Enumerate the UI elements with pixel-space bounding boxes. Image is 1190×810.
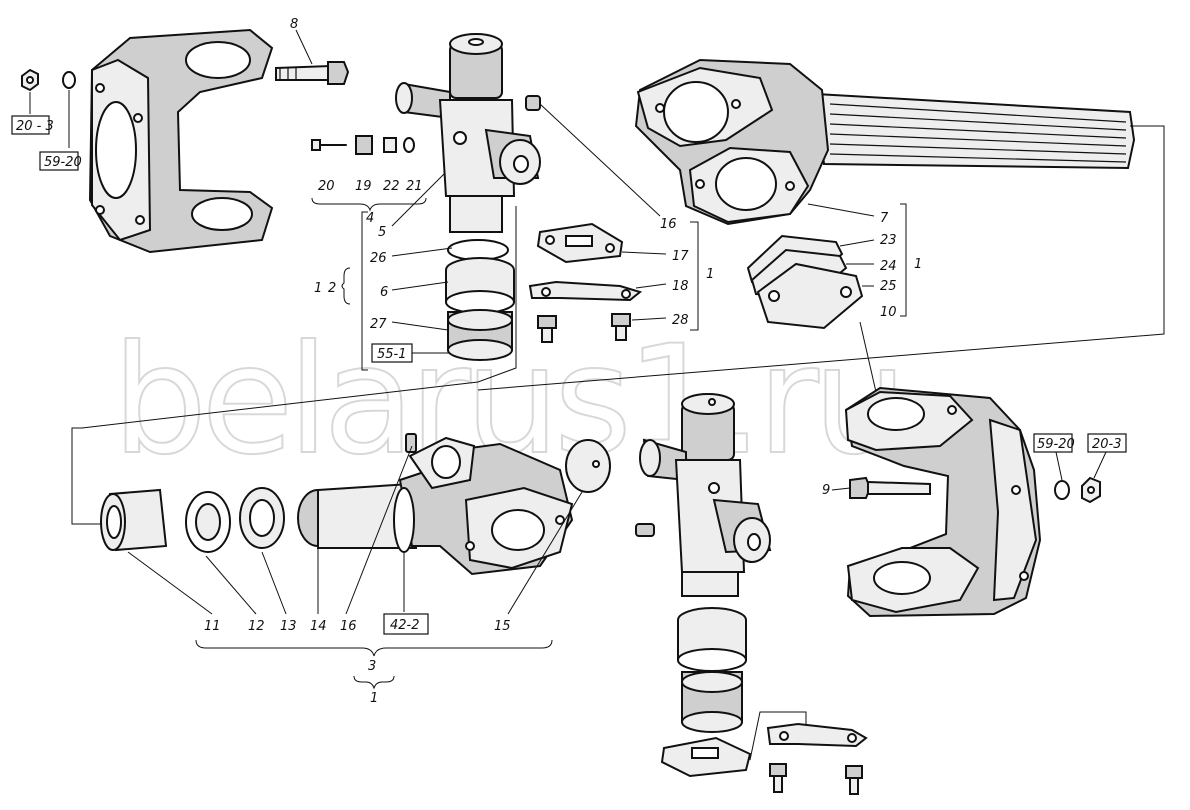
callout-25: 25: [880, 279, 897, 294]
needle-bearing-27: [447, 309, 513, 361]
plug-15: [565, 439, 611, 493]
washer-right: [1054, 480, 1070, 500]
slip-yoke: [398, 436, 574, 576]
callout-14: 14: [310, 619, 327, 634]
bolt-bottom-left: [769, 763, 787, 793]
washer-top-left: [62, 71, 76, 89]
bolt-bottom-right: [845, 765, 863, 795]
splined-ring-13: [239, 487, 285, 549]
shaft-yoke-top-right: [634, 58, 1136, 226]
callout-3: 3: [368, 659, 376, 674]
plate-25: [756, 262, 864, 330]
ball-21: [403, 137, 415, 153]
bearing-cup-6: [445, 257, 515, 314]
callout-18: 18: [672, 279, 689, 294]
needle-bearing-bottom: [681, 671, 743, 733]
callout-17: 17: [672, 249, 689, 264]
flange-yoke-right: [844, 386, 1042, 618]
callout-1-mid: 1: [706, 267, 714, 282]
ring-12: [185, 491, 231, 553]
ref-label-42-2: 42-2: [390, 618, 420, 633]
nut-top-left: [21, 68, 39, 92]
ref-box-59-20-left: [39, 151, 79, 171]
callout-20: 20: [318, 179, 335, 194]
splined-sleeve-14: [297, 482, 418, 549]
seal-26: [447, 239, 509, 261]
spring-22: [383, 137, 397, 153]
callout-27: 27: [370, 317, 387, 332]
callout-15: 15: [494, 619, 511, 634]
flange-yoke-top-left: [88, 28, 274, 254]
ref-box-42-2: [383, 613, 429, 635]
bolt-9: [849, 476, 931, 499]
bolt-8: [275, 61, 350, 85]
callout-9: 9: [822, 483, 830, 498]
bearing-cup-bottom: [677, 607, 747, 672]
lock-plate-18: [528, 280, 643, 302]
grease-fitting-16-top: [525, 95, 541, 111]
ref-label-20-3-right: 20-3: [1092, 437, 1122, 452]
callout-19: 19: [355, 179, 372, 194]
grease-fitting-bottom: [635, 523, 655, 537]
callout-26: 26: [370, 251, 387, 266]
callout-24: 24: [880, 259, 897, 274]
callout-22: 22: [383, 179, 400, 194]
callout-28: 28: [672, 313, 689, 328]
bolt-28-left: [537, 315, 557, 343]
ref-box-59-20-right: [1033, 433, 1073, 453]
ref-label-20-3-left: 20 - 3: [16, 119, 54, 134]
ref-label-59-20-left: 59-20: [44, 155, 82, 170]
callout-16-top: 16: [660, 217, 677, 232]
callout-7: 7: [880, 211, 889, 226]
ref-box-20-3-right: [1087, 433, 1127, 453]
callout-12: 12: [248, 619, 265, 634]
bolt-28-right: [611, 313, 631, 341]
spider-cross-bottom: [639, 393, 772, 597]
lock-plate-bottom: [766, 722, 868, 748]
ref-label-59-20-right: 59-20: [1037, 437, 1075, 452]
callout-6: 6: [380, 285, 388, 300]
callout-8: 8: [290, 17, 298, 32]
spider-cross-top: [395, 33, 541, 233]
callout-16-lower: 16: [340, 619, 357, 634]
callout-2: 2: [328, 281, 336, 296]
callout-13: 13: [280, 619, 297, 634]
pin-20: [311, 139, 347, 151]
fitting-19: [355, 135, 373, 155]
bushing-11: [100, 488, 168, 552]
callout-4: 4: [366, 211, 374, 226]
seal-ring-42-2: [393, 487, 415, 553]
callout-5: 5: [378, 225, 386, 240]
callout-21: 21: [406, 179, 423, 194]
nut-right: [1081, 476, 1101, 504]
grease-fitting-16-lower: [405, 433, 417, 453]
callout-11: 11: [204, 619, 221, 634]
callout-10: 10: [880, 305, 897, 320]
callout-1-right: 1: [914, 257, 922, 272]
ref-box-20-3-left: [11, 115, 50, 135]
cap-plate-bottom: [660, 736, 752, 778]
callout-1-left: 1: [314, 281, 322, 296]
callout-1-bottom: 1: [370, 691, 378, 706]
ref-label-55-1: 55-1: [377, 347, 407, 362]
cap-plate-17: [536, 222, 624, 264]
callout-23: 23: [880, 233, 897, 248]
